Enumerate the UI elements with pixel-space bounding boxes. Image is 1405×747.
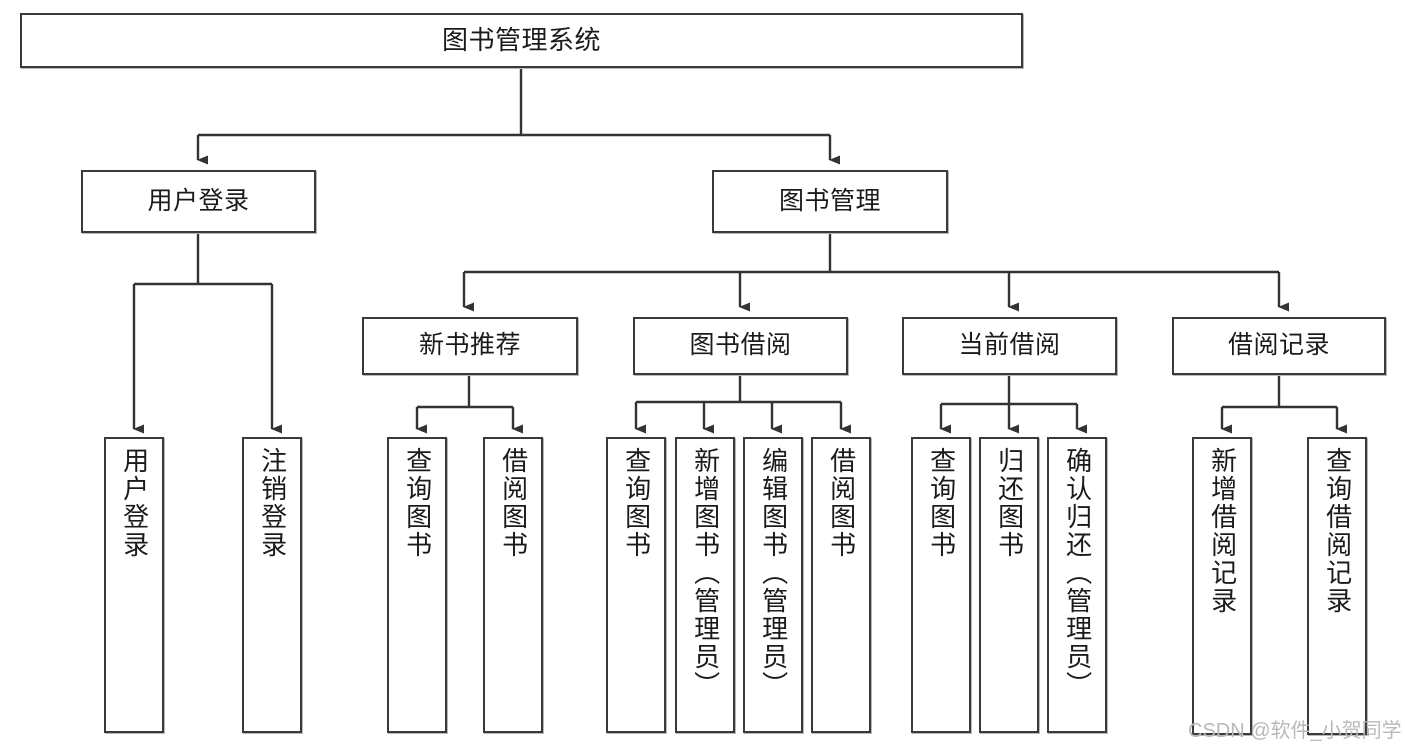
node-borrow-record[interactable]: 借阅记录 — [1172, 317, 1386, 375]
node-root[interactable]: 图书管理系统 — [20, 13, 1023, 68]
node-leaf-borrow-book-2[interactable]: 借阅图书 — [811, 437, 871, 733]
node-leaf-query-borrow-record-label: 查询借阅记录 — [1322, 447, 1353, 615]
watermark-text: CSDN @软件_小贺同学 — [1188, 720, 1402, 742]
node-leaf-borrow-book-1[interactable]: 借阅图书 — [483, 437, 543, 733]
node-leaf-add-borrow-record-label: 新增借阅记录 — [1207, 447, 1238, 615]
node-leaf-user-login-label: 用户登录 — [119, 447, 150, 559]
node-leaf-logout-login-label: 注销登录 — [257, 447, 288, 559]
node-new-book-recommend[interactable]: 新书推荐 — [362, 317, 578, 375]
node-leaf-query-book-2[interactable]: 查询图书 — [606, 437, 666, 733]
node-root-label: 图书管理系统 — [441, 25, 601, 56]
node-leaf-query-borrow-record[interactable]: 查询借阅记录 — [1307, 437, 1367, 735]
node-leaf-confirm-return-admin[interactable]: 确认归还（管理员） — [1047, 437, 1107, 733]
node-current-borrow-label: 当前借阅 — [958, 331, 1061, 360]
node-leaf-add-borrow-record[interactable]: 新增借阅记录 — [1192, 437, 1252, 735]
node-book-manage[interactable]: 图书管理 — [712, 170, 948, 233]
node-leaf-return-book-label: 归还图书 — [994, 447, 1025, 559]
node-book-manage-label: 图书管理 — [778, 186, 881, 215]
node-user-login[interactable]: 用户登录 — [81, 170, 316, 233]
node-leaf-add-book-admin-label: 新增图书（管理员） — [690, 447, 721, 699]
node-leaf-user-login[interactable]: 用户登录 — [104, 437, 164, 733]
node-current-borrow[interactable]: 当前借阅 — [902, 317, 1117, 375]
node-leaf-borrow-book-1-label: 借阅图书 — [498, 447, 529, 559]
node-leaf-return-book[interactable]: 归还图书 — [979, 437, 1039, 733]
node-book-borrow-label: 图书借阅 — [689, 331, 792, 360]
node-leaf-query-book-3-label: 查询图书 — [926, 447, 957, 559]
node-leaf-add-book-admin[interactable]: 新增图书（管理员） — [675, 437, 735, 733]
node-leaf-query-book-3[interactable]: 查询图书 — [911, 437, 971, 733]
node-leaf-query-book-1[interactable]: 查询图书 — [387, 437, 447, 733]
node-leaf-query-book-2-label: 查询图书 — [621, 447, 652, 559]
node-borrow-record-label: 借阅记录 — [1227, 331, 1330, 360]
node-user-login-label: 用户登录 — [147, 186, 250, 215]
node-leaf-logout-login[interactable]: 注销登录 — [242, 437, 302, 733]
node-leaf-query-book-1-label: 查询图书 — [402, 447, 433, 559]
node-book-borrow[interactable]: 图书借阅 — [633, 317, 848, 375]
node-leaf-confirm-return-admin-label: 确认归还（管理员） — [1062, 447, 1093, 699]
node-leaf-edit-book-admin-label: 编辑图书（管理员） — [758, 447, 789, 699]
node-leaf-edit-book-admin[interactable]: 编辑图书（管理员） — [743, 437, 803, 733]
node-new-book-recommend-label: 新书推荐 — [418, 331, 521, 360]
node-leaf-borrow-book-2-label: 借阅图书 — [826, 447, 857, 559]
